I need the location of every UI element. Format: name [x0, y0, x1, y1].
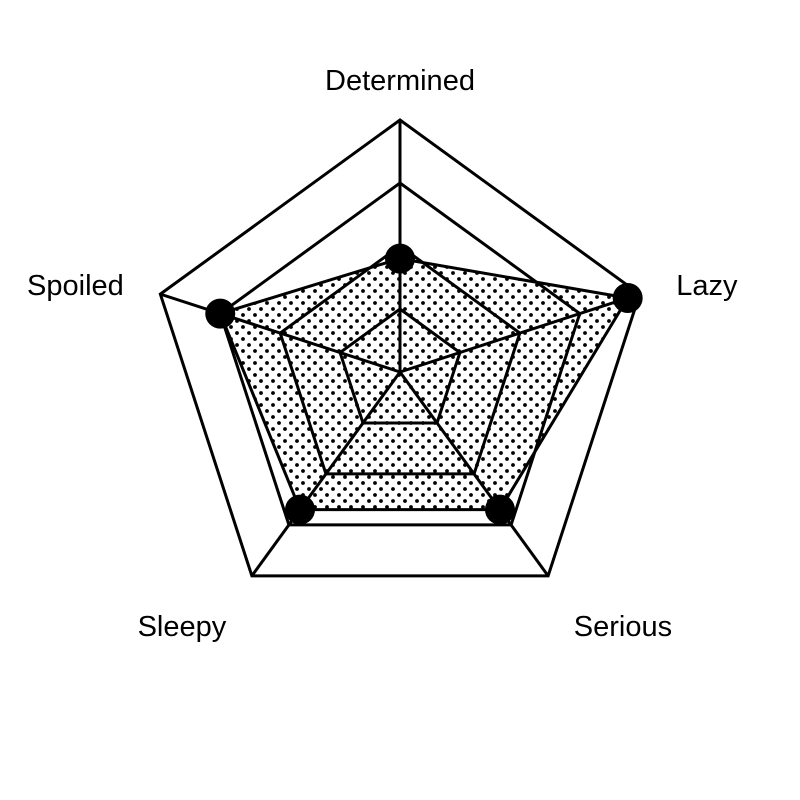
data-point-sleepy [285, 494, 316, 525]
series-area-0 [218, 257, 631, 512]
axis-label-serious: Serious [574, 611, 672, 643]
grid-ring-4 [158, 118, 642, 578]
data-point-lazy [612, 283, 643, 314]
data-point-spoiled [205, 298, 236, 329]
data-point-serious [484, 494, 515, 525]
series-layer [218, 257, 631, 512]
axis-label-sleepy: Sleepy [138, 611, 227, 643]
axis-label-determined: Determined [325, 65, 475, 97]
marker-layer [205, 243, 643, 525]
axis-label-spoiled: Spoiled [27, 270, 124, 302]
data-point-determined [385, 243, 415, 274]
axis-label-lazy: Lazy [676, 270, 738, 302]
